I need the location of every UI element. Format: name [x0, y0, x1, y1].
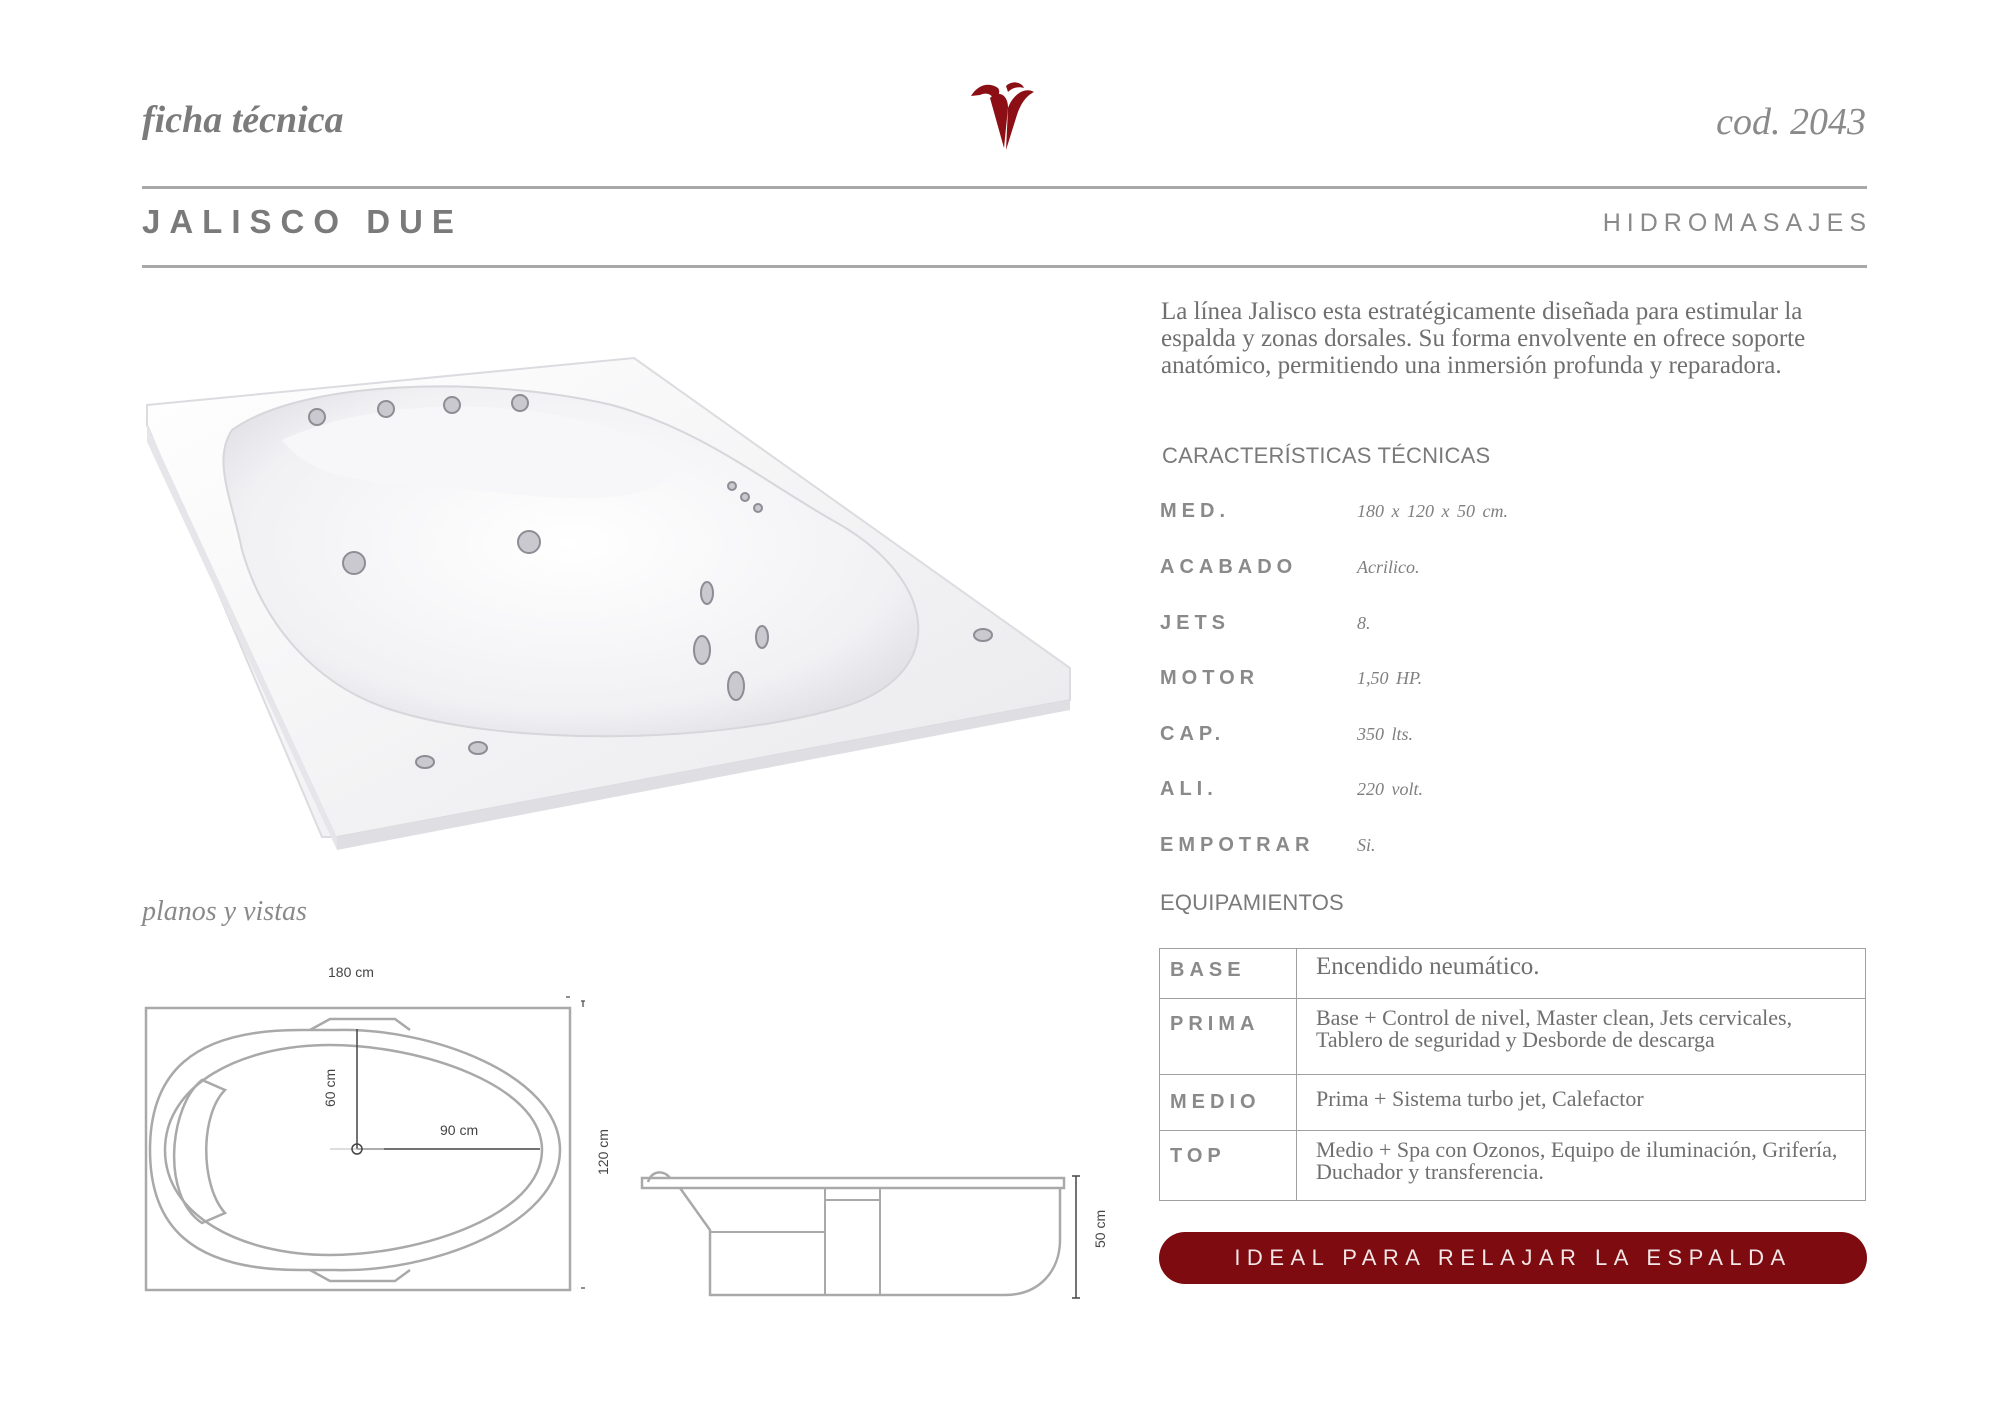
- table-row: BASE Encendido neumático.: [1159, 948, 1866, 999]
- spec-row: EMPOTRAR Si.: [1160, 834, 1760, 874]
- equipment-label: BASE: [1159, 948, 1297, 999]
- spec-label: MOTOR: [1160, 667, 1260, 689]
- dim-half-length-label: 90 cm: [440, 1122, 478, 1138]
- equipment-value: Base + Control de nivel, Master clean, J…: [1296, 998, 1866, 1075]
- header-divider-top: [142, 186, 1867, 189]
- table-row: PRIMA Base + Control de nivel, Master cl…: [1159, 998, 1866, 1075]
- spec-row: MOTOR 1,50 HP.: [1160, 667, 1760, 707]
- bathtub-photo: [146, 356, 1071, 850]
- side-view-drawing: 50 cm: [640, 1171, 1108, 1299]
- spec-label: JETS: [1160, 612, 1231, 634]
- spec-label: EMPOTRAR: [1160, 834, 1315, 856]
- equipment-label: TOP: [1159, 1130, 1297, 1201]
- equipment-value: Medio + Spa con Ozonos, Equipo de ilumin…: [1296, 1130, 1866, 1201]
- spec-row: ACABADO Acrilico.: [1160, 556, 1760, 596]
- spec-row: JETS 8.: [1160, 612, 1760, 652]
- specs-heading: CARACTERÍSTICAS TÉCNICAS: [1162, 443, 1491, 468]
- spec-value: Acrilico.: [1357, 557, 1420, 577]
- product-code: cod. 2043: [1716, 101, 1866, 143]
- header-divider-bottom: [142, 265, 1867, 268]
- spec-value: 8.: [1357, 613, 1371, 633]
- spec-label: ALI.: [1160, 778, 1218, 800]
- dim-depth-label: 50 cm: [1092, 1210, 1108, 1248]
- top-view-drawing: 180 cm 90 cm 60 cm 120 cm: [144, 964, 610, 1292]
- dim-length-label: 180 cm: [328, 964, 374, 980]
- equipment-value: Prima + Sistema turbo jet, Calefactor: [1296, 1074, 1866, 1131]
- table-row: TOP Medio + Spa con Ozonos, Equipo de il…: [1159, 1130, 1866, 1201]
- equipment-table: BASE Encendido neumático. PRIMA Base + C…: [1159, 948, 1866, 1201]
- equipment-heading: EQUIPAMIENTOS: [1160, 890, 1344, 915]
- drawings-heading: planos y vistas: [142, 896, 307, 927]
- spec-label: ACABADO: [1160, 556, 1298, 578]
- table-row: MEDIO Prima + Sistema turbo jet, Calefac…: [1159, 1074, 1866, 1131]
- equipment-label: PRIMA: [1159, 998, 1297, 1075]
- spec-label: CAP.: [1160, 723, 1226, 745]
- dim-half-width-label: 60 cm: [322, 1069, 338, 1107]
- spec-row: CAP. 350 lts.: [1160, 723, 1760, 763]
- spec-value: 180 x 120 x 50 cm.: [1357, 501, 1508, 521]
- equipment-label: MEDIO: [1159, 1074, 1297, 1131]
- spec-value: 1,50 HP.: [1357, 668, 1423, 688]
- spec-value: 350 lts.: [1357, 724, 1414, 744]
- spec-value: Si.: [1357, 835, 1376, 855]
- document-type: ficha técnica: [142, 99, 344, 141]
- brand-logo: [971, 82, 1034, 150]
- product-description: La línea Jalisco esta estratégicamente d…: [1161, 298, 1806, 379]
- dim-width-label: 120 cm: [595, 1129, 610, 1175]
- spec-label: MED.: [1160, 500, 1230, 522]
- spec-row: ALI. 220 volt.: [1160, 778, 1760, 818]
- tagline-banner: IDEAL PARA RELAJAR LA ESPALDA: [1159, 1232, 1867, 1284]
- equipment-value: Encendido neumático.: [1296, 948, 1866, 999]
- spec-row: MED. 180 x 120 x 50 cm.: [1160, 500, 1760, 540]
- spec-value: 220 volt.: [1357, 779, 1423, 799]
- product-title: JALISCO DUE: [142, 203, 463, 240]
- product-category: HIDROMASAJES: [1602, 209, 1872, 237]
